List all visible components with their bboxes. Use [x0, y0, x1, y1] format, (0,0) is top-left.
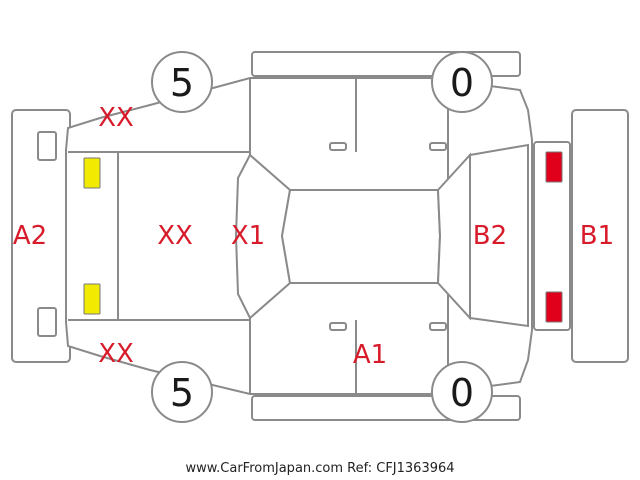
- svg-text:5: 5: [170, 61, 194, 105]
- rear-taillight-top: [545, 151, 563, 183]
- mark-hood: XX: [157, 221, 193, 251]
- svg-text:5: 5: [170, 371, 194, 415]
- rear-taillight-bottom: [545, 291, 563, 323]
- wheel-rear-top: 0: [431, 51, 493, 113]
- mark-rear-bumper: B1: [580, 221, 614, 251]
- wheel-front-top: 5: [151, 51, 213, 113]
- mark-rear-window: B2: [473, 221, 507, 251]
- mark-front-bumper: A2: [13, 221, 47, 251]
- rear-window: [436, 143, 529, 328]
- roof: [280, 189, 442, 284]
- mark-windshield: X1: [231, 221, 265, 251]
- wheel-front-bottom: 5: [151, 361, 213, 423]
- front-headlight-bottom: [83, 283, 101, 315]
- footer-ref: www.CarFromJapan.com Ref: CFJ1363964: [185, 461, 454, 476]
- front-headlight-top: [83, 157, 101, 189]
- rear-bumper-panel: [571, 109, 629, 363]
- mark-front-right-corner: XX: [98, 339, 134, 369]
- mark-front-left-corner: XX: [98, 103, 134, 133]
- svg-text:0: 0: [450, 61, 474, 105]
- svg-text:0: 0: [450, 371, 474, 415]
- wheel-rear-bottom: 0: [431, 361, 493, 423]
- mark-side-door: A1: [353, 340, 387, 370]
